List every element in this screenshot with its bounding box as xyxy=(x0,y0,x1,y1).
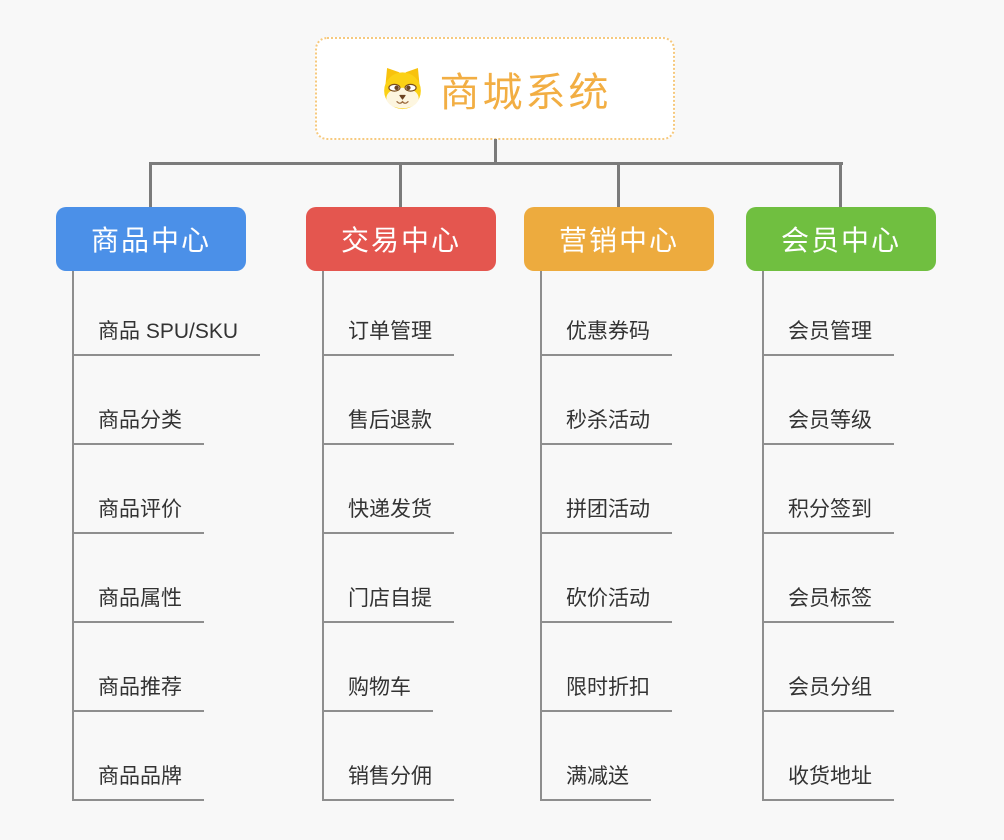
leaf-topic[interactable]: 销售分佣 xyxy=(322,762,454,801)
leaf-topic[interactable]: 秒杀活动 xyxy=(540,406,672,445)
connector-drop xyxy=(617,162,620,207)
branch-node-trade-center[interactable]: 交易中心 xyxy=(306,207,496,271)
branch-label: 商品中心 xyxy=(90,225,211,256)
leaf-topic[interactable]: 积分签到 xyxy=(762,495,894,534)
branch-node-marketing-center[interactable]: 营销中心 xyxy=(524,207,714,271)
branch-label: 营销中心 xyxy=(558,225,679,256)
leaf-topic[interactable]: 商品推荐 xyxy=(72,673,204,712)
branch-node-product-center[interactable]: 商品中心 xyxy=(56,207,246,271)
connector-root-stub xyxy=(494,139,497,165)
connector-drop xyxy=(399,162,402,207)
branch-label: 交易中心 xyxy=(340,225,461,256)
branch-column-marketing: 营销中心 优惠券码 秒杀活动 拼团活动 砍价活动 限时折扣 满减送 xyxy=(524,162,714,801)
leaf-topic[interactable]: 会员等级 xyxy=(762,406,894,445)
leaf-topic[interactable]: 限时折扣 xyxy=(540,673,672,712)
leaf-topic[interactable]: 会员分组 xyxy=(762,673,894,712)
leaf-topic[interactable]: 收货地址 xyxy=(762,762,894,801)
leaf-topic[interactable]: 商品 SPU/SKU xyxy=(72,317,261,356)
leaf-list: 会员管理 会员等级 积分签到 会员标签 会员分组 收货地址 xyxy=(762,317,894,840)
branch-column-trade: 交易中心 订单管理 售后退款 快递发货 门店自提 购物车 销售分佣 xyxy=(306,162,496,801)
root-title: 商城系统 xyxy=(439,70,612,115)
leaf-list: 商品 SPU/SKU 商品分类 商品评价 商品属性 商品推荐 商品品牌 xyxy=(72,317,261,840)
leaf-topic[interactable]: 商品品牌 xyxy=(72,762,204,801)
leaf-topic[interactable]: 满减送 xyxy=(540,762,651,801)
root-node[interactable]: 商城系统 xyxy=(315,37,675,140)
leaf-topic[interactable]: 门店自提 xyxy=(322,584,454,623)
leaf-topic[interactable]: 订单管理 xyxy=(322,317,454,356)
leaf-topic[interactable]: 商品属性 xyxy=(72,584,204,623)
dog-face-icon xyxy=(383,67,421,110)
branch-trunk-line xyxy=(540,271,542,801)
leaf-list: 订单管理 售后退款 快递发货 门店自提 购物车 销售分佣 xyxy=(322,317,454,840)
branch-node-member-center[interactable]: 会员中心 xyxy=(746,207,936,271)
leaf-topic[interactable]: 拼团活动 xyxy=(540,495,672,534)
leaf-topic[interactable]: 购物车 xyxy=(322,673,433,712)
branch-column-member: 会员中心 会员管理 会员等级 积分签到 会员标签 会员分组 收货地址 xyxy=(746,162,936,801)
leaf-list: 优惠券码 秒杀活动 拼团活动 砍价活动 限时折扣 满减送 xyxy=(540,317,672,840)
branch-column-product: 商品中心 商品 SPU/SKU 商品分类 商品评价 商品属性 商品推荐 商品品牌 xyxy=(56,162,261,801)
connector-drop xyxy=(839,162,842,207)
connector-drop xyxy=(149,162,152,207)
branch-trunk-line xyxy=(762,271,764,801)
leaf-topic[interactable]: 砍价活动 xyxy=(540,584,672,623)
leaf-topic[interactable]: 会员管理 xyxy=(762,317,894,356)
branch-label: 会员中心 xyxy=(780,225,901,256)
leaf-topic[interactable]: 快递发货 xyxy=(322,495,454,534)
connector-bus-line xyxy=(150,162,843,165)
branch-trunk-line xyxy=(322,271,324,801)
leaf-topic[interactable]: 商品分类 xyxy=(72,406,204,445)
leaf-topic[interactable]: 商品评价 xyxy=(72,495,204,534)
leaf-topic[interactable]: 会员标签 xyxy=(762,584,894,623)
leaf-topic[interactable]: 优惠券码 xyxy=(540,317,672,356)
branch-trunk-line xyxy=(72,271,74,801)
leaf-topic[interactable]: 售后退款 xyxy=(322,406,454,445)
